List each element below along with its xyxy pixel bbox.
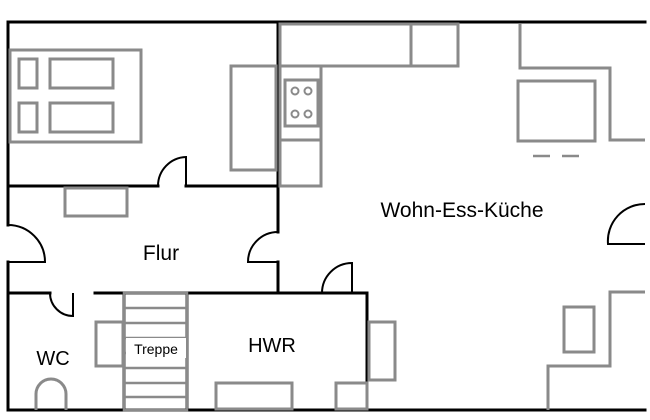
door-bedroom	[157, 155, 187, 187]
hwr-appliance	[334, 381, 369, 411]
pillow-bottom	[48, 101, 115, 134]
room-label-wohn-ess-kueche: Wohn-Ess-Küche	[380, 199, 543, 222]
room-label-treppe: Treppe	[134, 341, 178, 357]
bed	[8, 48, 143, 144]
sofa	[546, 290, 645, 410]
kitchen-cabinet-top	[409, 22, 460, 68]
furniture	[8, 22, 645, 412]
room-label-wc: WC	[36, 348, 69, 370]
doors	[7, 155, 646, 318]
flur-bench	[63, 186, 129, 218]
wardrobe	[229, 64, 278, 172]
tv-unit	[516, 79, 597, 143]
burner-1	[290, 86, 300, 96]
door-hwr	[321, 261, 353, 294]
kitchen-counter-left	[278, 64, 323, 188]
wc-sink	[94, 320, 125, 368]
room-label-flur: Flur	[143, 242, 179, 265]
burner-2	[303, 86, 313, 96]
room-label-hwr: HWR	[248, 335, 296, 357]
stove	[283, 78, 320, 128]
pillow-top	[48, 57, 115, 90]
side-table	[562, 305, 596, 354]
treppe-label-bg	[126, 338, 186, 358]
hwr-counter	[214, 381, 294, 411]
burner-4	[303, 109, 313, 119]
door-wc	[49, 292, 74, 318]
burner-3	[290, 109, 300, 119]
door-entrance	[7, 224, 47, 263]
nightstand-bottom	[17, 101, 39, 134]
shelf-top-right	[518, 24, 645, 142]
room-labels: Wohn-Ess-Küche Flur WC Treppe HWR	[36, 199, 543, 370]
door-living-right	[606, 202, 646, 245]
nightstand-top	[17, 57, 39, 90]
hwr-cabinet	[367, 320, 397, 382]
stairs-outline	[122, 291, 189, 412]
door-living	[246, 231, 279, 263]
toilet	[34, 377, 68, 410]
kitchen-counter-top	[278, 22, 413, 68]
